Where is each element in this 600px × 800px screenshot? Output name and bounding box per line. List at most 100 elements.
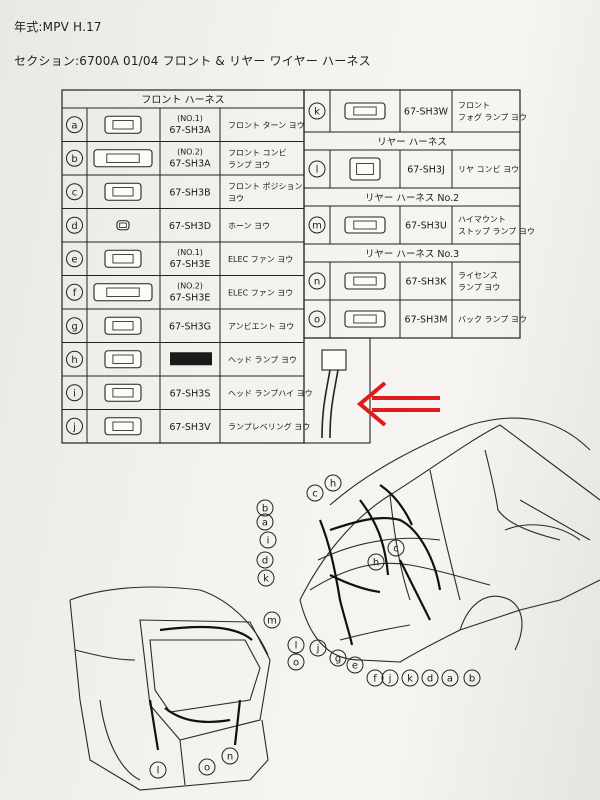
rear-section-title: リヤー ハーネス No.3	[365, 249, 459, 260]
row-i-circle	[66, 384, 83, 402]
row-f-letter: f	[73, 288, 77, 299]
row-a-part-number: 67-SH3A	[169, 125, 211, 136]
rear-harness-wiring	[148, 625, 253, 751]
row-n-letter: n	[314, 277, 320, 288]
row-d-letter: d	[71, 221, 77, 232]
row-f-note: (NO.2)	[177, 281, 203, 290]
row-a-letter: a	[71, 120, 77, 131]
diagram-callout-front_bottom-2-circle	[346, 656, 364, 674]
diagram-callout-front_bottom-4-letter: j	[388, 674, 392, 685]
rear-harness-table-border	[303, 89, 521, 339]
row-c-part-number: 67-SH3B	[169, 187, 210, 198]
row-i-description: ヘッド ランプハイ ヨウ	[228, 389, 313, 398]
connector-drawing-c-inner	[112, 187, 134, 197]
diagram-callout-front_bottom-3-circle	[366, 669, 384, 687]
row-h-letter: h	[71, 355, 77, 366]
row-i-letter: i	[73, 388, 76, 399]
rear-section-title: リヤー ハーネス	[377, 137, 447, 148]
diagram-callout-front_right_top-0-letter: h	[373, 558, 379, 569]
diagram-callout-front_left-6-letter: k	[263, 574, 269, 585]
row-o-description: バック ランプ ヨウ	[458, 315, 527, 324]
row-k-description-line2: フォグ ランプ ヨウ	[458, 112, 527, 122]
diagram-callout-rear_right-1-circle	[287, 636, 305, 654]
row-e-note: (NO.1)	[177, 248, 203, 257]
diagram-callout-front_right_top-0-circle	[367, 553, 385, 571]
row-b-circle	[66, 149, 83, 167]
diagram-callout-front_bottom-3-letter: f	[373, 674, 377, 685]
row-n-circle	[308, 272, 326, 290]
row-h-part-number: 67-SH3R	[170, 355, 212, 366]
diagram-callout-front_left-1-letter: c	[312, 489, 318, 500]
diagram-callout-front_left-3-letter: a	[262, 518, 268, 529]
diagram-callout-front_bottom-7-circle	[441, 669, 459, 687]
diagram-callout-rear_right-0-circle	[263, 611, 281, 629]
connector-drawing-i-inner	[112, 388, 134, 398]
row-b-description-line2: ランプ ヨウ	[228, 160, 270, 169]
diagram-callout-front_left-6-circle	[257, 569, 275, 587]
row-d-description: ホーン ヨウ	[228, 221, 270, 230]
row-h-description: ヘッド ランプ ヨウ	[228, 355, 297, 364]
row-l-description: リヤ コンビ ヨウ	[458, 165, 519, 174]
diagram-callout-rear_bottom-1-letter: o	[204, 763, 210, 774]
diagram-callout-front_bottom-5-circle	[401, 669, 419, 687]
diagram-callout-front_left-5-letter: d	[262, 556, 268, 567]
row-d-circle	[66, 216, 83, 234]
connector-drawing-l-inner	[356, 163, 374, 175]
row-d-part-number: 67-SH3D	[169, 221, 211, 232]
row-j-letter: j	[72, 422, 76, 433]
rear-vehicle-drawing	[69, 586, 271, 791]
row-n-part-number: 67-SH3K	[406, 277, 448, 288]
row-g-part-number: 67-SH3G	[169, 321, 211, 332]
diagram-callout-front_right_top-1-letter: c	[393, 544, 399, 555]
row-h-circle	[66, 350, 83, 368]
extra-connector-box	[303, 337, 371, 444]
diagram-callout-front_bottom-8-letter: b	[469, 674, 475, 685]
row-l-letter: l	[316, 165, 319, 176]
diagram-callout-front_bottom-1-letter: g	[335, 654, 341, 665]
extra-connector-housing	[321, 349, 347, 371]
row-c-description-line2: ヨウ	[228, 194, 244, 203]
row-g-description: アンビエント ヨウ	[228, 322, 294, 331]
diagram-callout-front_bottom-2-letter: e	[352, 661, 358, 672]
connector-drawing-f-inner	[106, 287, 140, 297]
row-m-letter: m	[312, 221, 322, 232]
diagram-callout-rear_right-0-letter: m	[267, 616, 277, 627]
diagram-callout-rear_right-1-letter: l	[295, 641, 298, 652]
diagram-callout-rear_bottom-0-letter: l	[157, 766, 160, 777]
diagram-callout-front_bottom-0-letter: j	[316, 644, 320, 655]
row-f-part-number: 67-SH3E	[170, 292, 211, 303]
connector-drawing-n-inner	[353, 276, 377, 286]
diagram-callout-rear_right-2-letter: o	[293, 658, 299, 669]
diagram-callout-rear_bottom-1-circle	[198, 758, 216, 776]
diagram-callout-front_left-5-circle	[256, 551, 274, 569]
row-e-description: ELEC ファン ヨウ	[228, 255, 293, 264]
extra-connector-wire	[329, 369, 339, 439]
row-n-description-line1: ライセンス	[458, 271, 498, 280]
row-l-circle	[308, 160, 326, 178]
diagram-callout-front_left-0-circle	[256, 499, 274, 517]
diagram-callout-front_left-4-circle	[259, 531, 277, 549]
front-harness-wiring	[318, 484, 442, 646]
rear-section-title: リヤー ハーネス No.2	[365, 193, 459, 204]
row-c-letter: c	[72, 187, 78, 198]
connector-drawing-j-inner	[112, 421, 134, 431]
row-b-letter: b	[71, 154, 77, 165]
row-n-description-line2: ランプ ヨウ	[458, 283, 500, 292]
front-vehicle-drawing	[299, 417, 600, 663]
diagram-callout-front_bottom-6-letter: d	[427, 674, 433, 685]
row-j-part-number: 67-SH3V	[169, 422, 211, 433]
row-c-description-line1: フロント ポジション	[228, 182, 303, 191]
connector-drawing-o-inner	[353, 314, 377, 324]
diagram-callout-front_bottom-6-circle	[421, 669, 439, 687]
row-j-description: ランプレベリング ヨウ	[228, 421, 310, 431]
diagram-callout-rear_bottom-2-circle	[221, 747, 239, 765]
connector-drawing-k-inner	[353, 106, 377, 116]
row-c-circle	[66, 183, 83, 201]
connector-drawing-d-inner	[119, 222, 127, 228]
row-b-note: (NO.2)	[177, 147, 203, 156]
row-f-circle	[66, 283, 83, 301]
row-b-description-line1: フロント コンビ	[228, 148, 287, 157]
front-harness-title: フロント ハーネス	[141, 94, 224, 106]
